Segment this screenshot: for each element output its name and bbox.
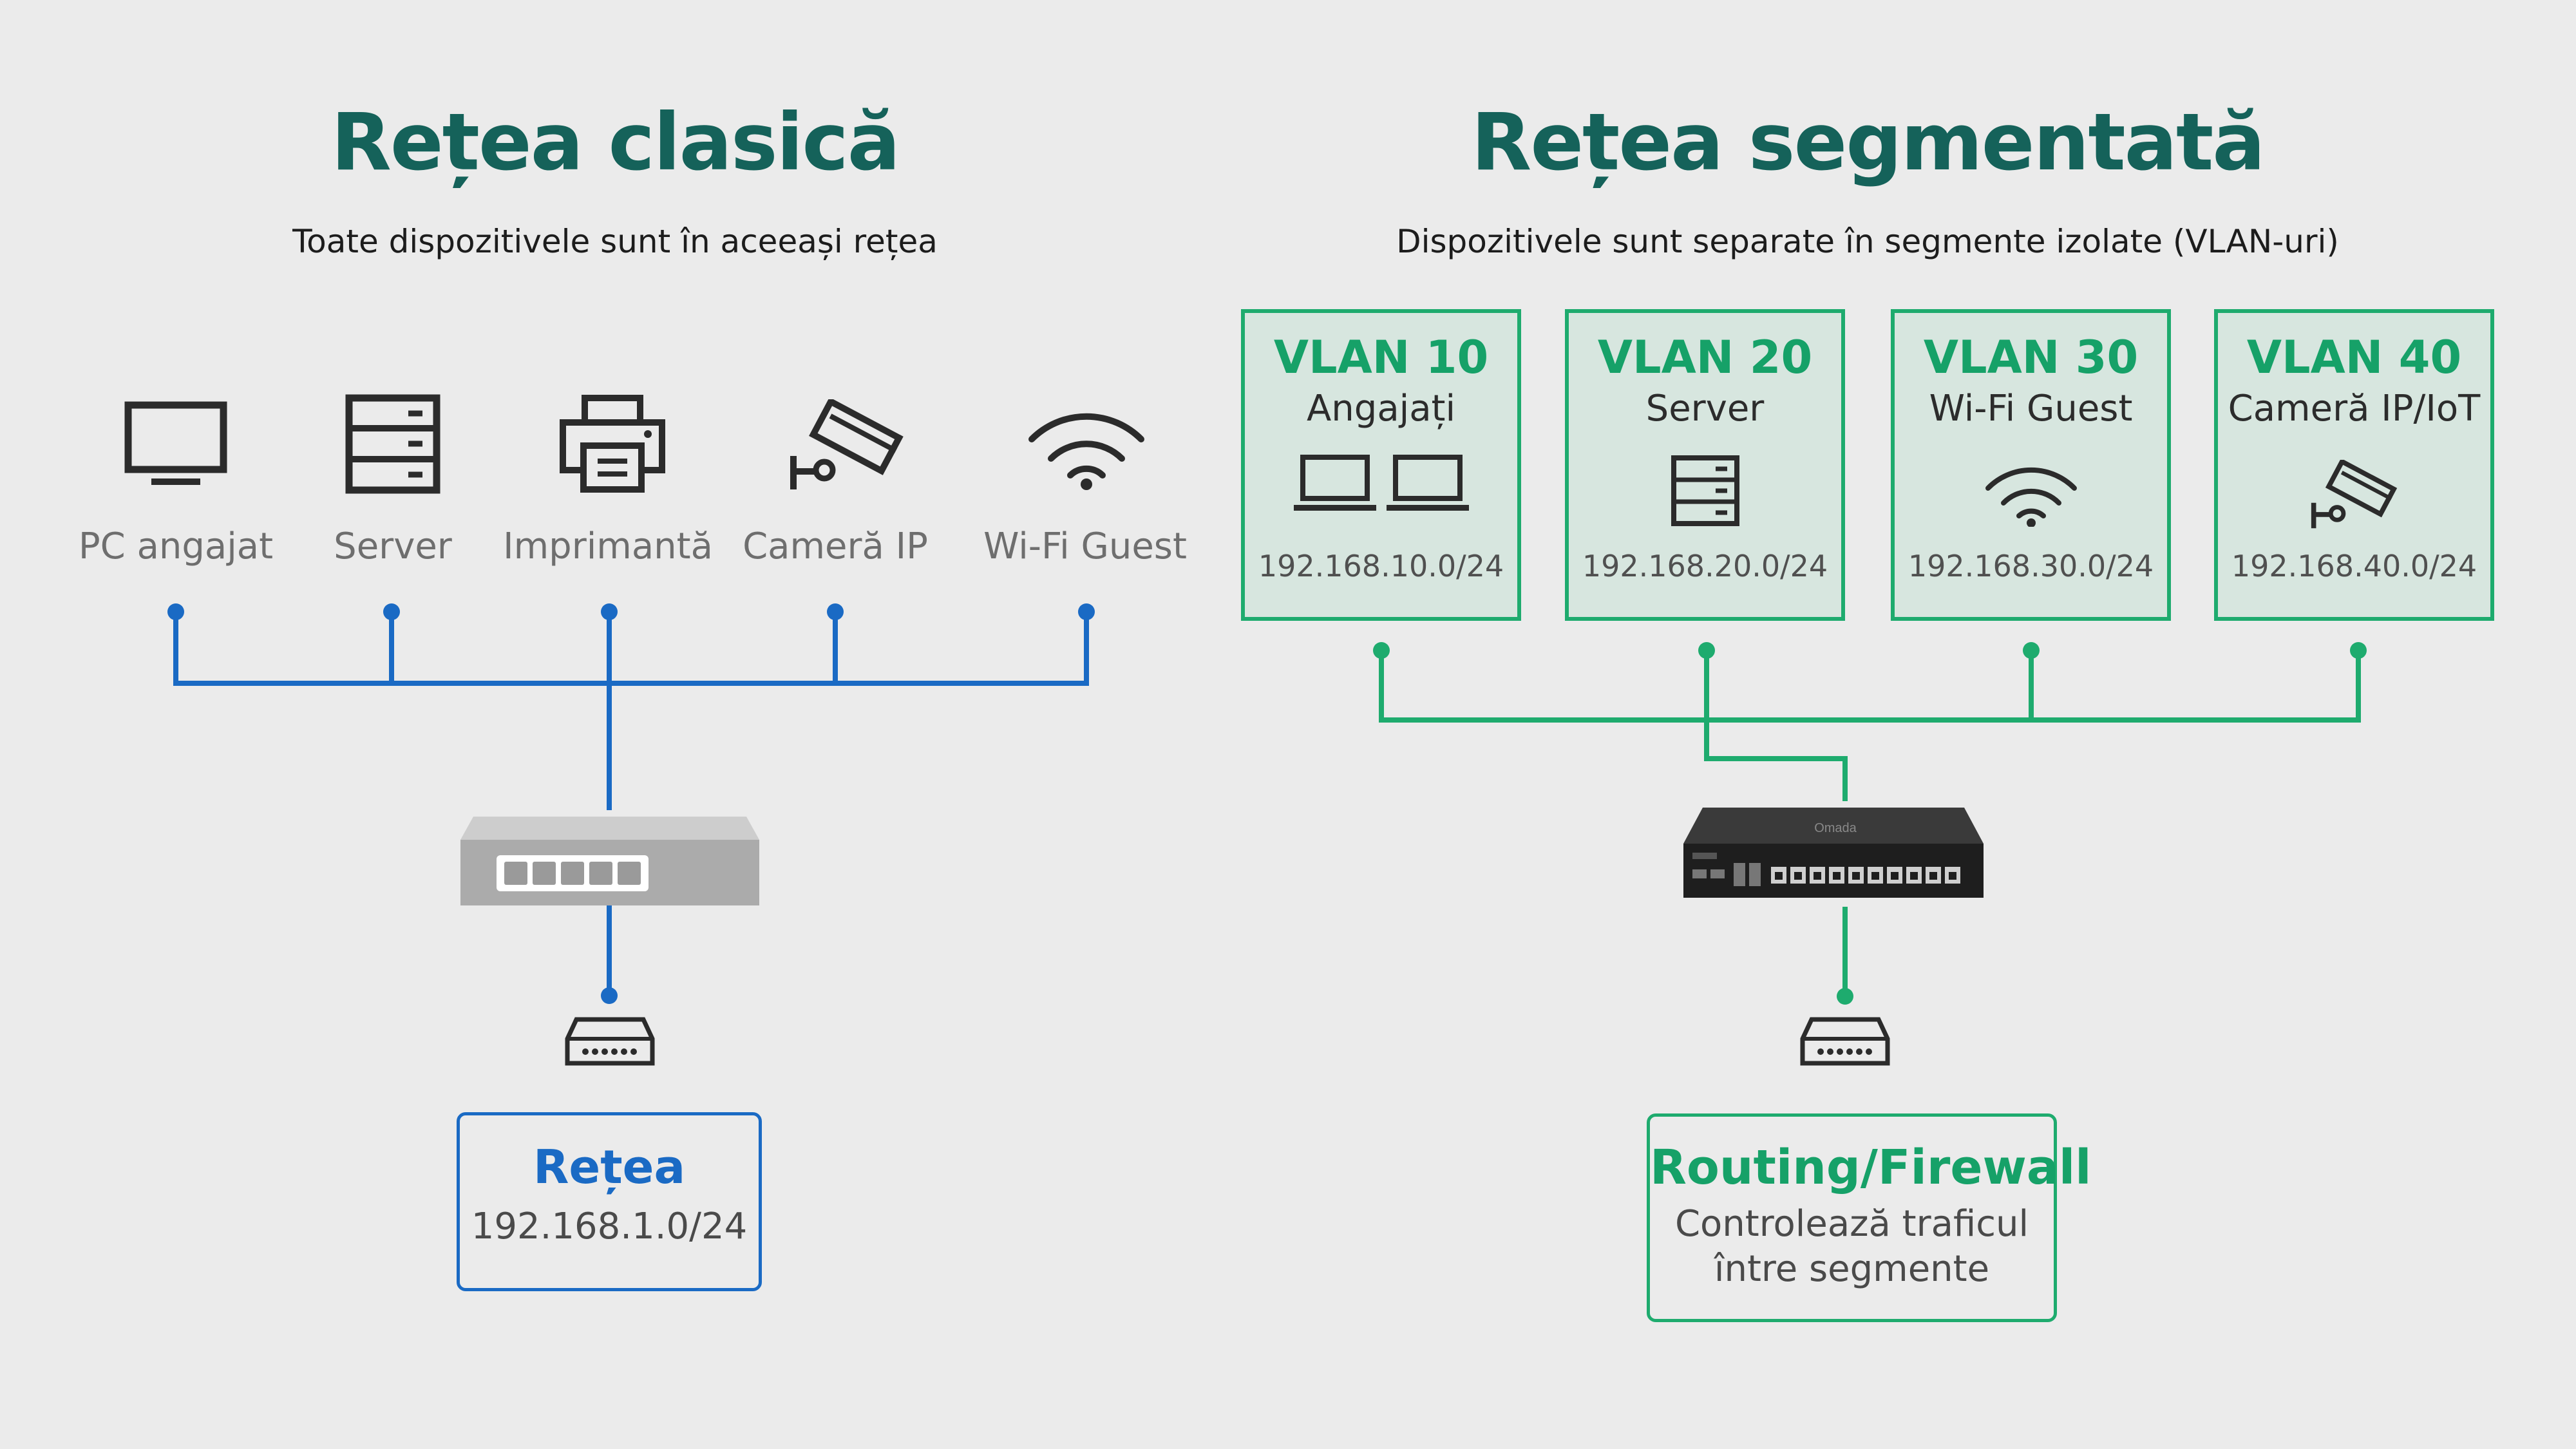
vlan-name: Cameră IP/IoT (2228, 388, 2481, 430)
router-icon: Omada (1683, 808, 1984, 898)
firewall-box: Routing/Firewall Controlează traficul în… (1647, 1113, 2092, 1322)
vlan-name: Wi-Fi Guest (1929, 388, 2133, 430)
firewall-description-line: între segmente (1714, 1248, 1990, 1290)
vlan-title: VLAN 40 (2246, 331, 2462, 384)
device-label: Wi-Fi Guest (983, 526, 1187, 567)
firewall-title: Routing/Firewall (1650, 1140, 2092, 1195)
network-box: Rețea 192.168.1.0/24 (457, 1112, 762, 1291)
vlan-box: VLAN 40 Cameră IP/IoT 192.168.40.0/24 (2214, 309, 2494, 621)
ethernet-port-icon (1800, 1017, 1890, 1066)
server-icon (1569, 455, 1841, 527)
printer-icon (558, 394, 667, 494)
device-label: Server (334, 526, 452, 567)
network-title: Rețea (533, 1140, 686, 1194)
classic-network-connectors (167, 603, 1095, 1004)
camera-icon (2218, 460, 2490, 531)
vlan-name: Server (1645, 388, 1765, 430)
classic-network-title: Rețea clasică (330, 97, 900, 188)
vlan-box: VLAN 30 Wi-Fi Guest 192.168.30.0/24 (1891, 309, 2171, 621)
laptop-icon (1245, 455, 1517, 513)
firewall-description: Controlează traficul între segmente (1650, 1202, 2054, 1292)
vlan-title: VLAN 20 (1597, 331, 1813, 384)
router-brand: Omada (1814, 821, 1857, 835)
classic-network-subtitle: Toate dispozitivele sunt în aceeași rețe… (292, 223, 938, 260)
segmented-network-title: Rețea segmentată (1471, 97, 2265, 188)
vlan-subnet: 192.168.10.0/24 (1258, 549, 1504, 583)
network-subnet: 192.168.1.0/24 (471, 1206, 748, 1247)
wifi-icon (1025, 402, 1148, 492)
segmented-network-subtitle: Dispozitivele sunt separate în segmente … (1396, 223, 2339, 260)
server-icon (345, 394, 440, 494)
vlan-subnet: 192.168.30.0/24 (1908, 549, 2154, 583)
device-label: Imprimantă (503, 526, 713, 567)
vlan-box: VLAN 10 Angajați 192.168.10.0/24 (1241, 309, 1521, 621)
firewall-description-line: Controlează traficul (1674, 1203, 2029, 1245)
ethernet-port-icon (565, 1017, 655, 1066)
device-label: PC angajat (78, 526, 274, 567)
vlan-title: VLAN 30 (1923, 331, 2139, 384)
vlan-subnet: 192.168.20.0/24 (1582, 549, 1828, 583)
camera-icon (784, 399, 910, 493)
monitor-icon (124, 401, 227, 488)
vlan-box: VLAN 20 Server 192.168.20.0/24 (1565, 309, 1845, 621)
network-switch-icon (460, 817, 759, 905)
segmented-network-connectors (1373, 642, 2367, 1005)
vlan-subnet: 192.168.40.0/24 (2231, 549, 2477, 583)
device-label: Cameră IP (743, 526, 928, 567)
vlan-title: VLAN 10 (1273, 331, 1489, 384)
wifi-icon (1895, 462, 2167, 527)
vlan-name: Angajați (1306, 388, 1456, 430)
